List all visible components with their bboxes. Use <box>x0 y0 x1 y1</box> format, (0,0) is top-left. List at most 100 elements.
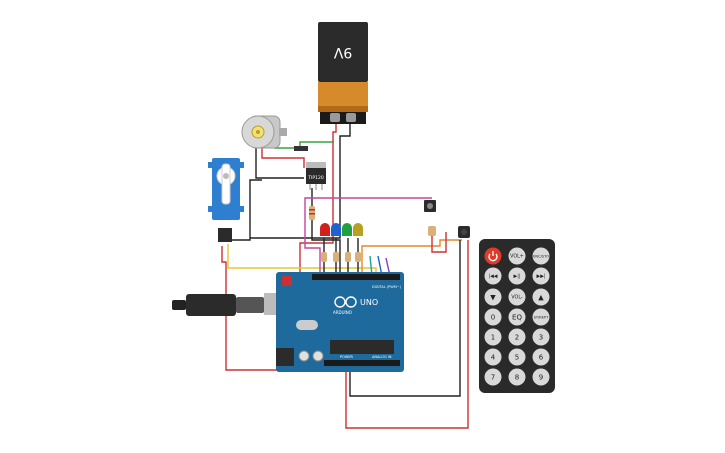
flyback-diode <box>294 146 308 151</box>
prev-button-label: |◀◀ <box>489 274 498 280</box>
vol-up-button-shape <box>508 247 526 265</box>
vol-down-button-label: VOL- <box>511 295 523 301</box>
st-rept-button-label: ST/REPT <box>534 315 550 319</box>
wire-button-red[interactable] <box>431 230 447 253</box>
func-stop-button-shape <box>532 247 550 265</box>
resistor-transistor[interactable] <box>309 206 315 220</box>
resistor-button[interactable] <box>428 226 436 236</box>
remote-buttons: VOL+ FUNC/STOP |◀◀ ▶|| ▶▶| ▼ VOL- ▲ 0 EQ ST/REPT 1 2… <box>484 247 552 386</box>
wire-motor-black[interactable] <box>255 148 304 179</box>
down-button[interactable]: ▼ <box>484 288 502 306</box>
wire-motor-green[interactable] <box>274 141 334 149</box>
digit-2-button[interactable]: 2 <box>508 328 526 346</box>
led-red[interactable] <box>320 223 330 236</box>
digit-3-button[interactable]: 3 <box>532 328 550 346</box>
wire-ir-orange[interactable] <box>361 239 462 276</box>
led-resistors <box>321 252 361 262</box>
digit-7-button[interactable]: 7 <box>484 368 502 386</box>
up-button-label: ▲ <box>538 293 544 301</box>
digit-6-button[interactable]: 6 <box>532 348 550 366</box>
wire-ir-black[interactable] <box>349 240 461 397</box>
next-button-shape <box>532 267 550 285</box>
ir-receiver[interactable] <box>458 226 470 238</box>
st-rept-button-shape <box>532 308 550 326</box>
transistor-label: TIP120 <box>307 175 324 181</box>
digit-1-button[interactable]: 1 <box>484 328 502 346</box>
push-button[interactable] <box>424 200 436 212</box>
wires <box>221 122 469 429</box>
digit-2-button-shape <box>508 328 526 346</box>
digit-0-button-shape <box>484 308 502 326</box>
eq-button[interactable]: EQ <box>508 308 526 326</box>
digit-7-button-label: 7 <box>491 373 495 381</box>
digit-5-button-label: 5 <box>515 353 519 361</box>
digit-1-button-shape <box>484 328 502 346</box>
usb-cable[interactable] <box>172 293 292 316</box>
led-green[interactable] <box>342 223 352 236</box>
digit-8-button-label: 8 <box>515 373 519 381</box>
digit-2-button-label: 2 <box>515 333 519 341</box>
arduino-power-label: POWER <box>340 355 354 359</box>
arduino-analog-label: ANALOG IN <box>372 355 392 359</box>
wire-battery-red[interactable] <box>299 122 337 275</box>
vol-up-button-label: VOL+ <box>510 254 524 260</box>
arduino-logo <box>334 296 357 308</box>
arduino-uno[interactable]: UNO ARDUINO DIGITAL (PWM~) POWER ANALOG … <box>276 272 404 372</box>
eq-button-shape <box>508 308 526 326</box>
st-rept-button[interactable]: ST/REPT <box>532 308 550 326</box>
prev-button[interactable]: |◀◀ <box>484 267 502 285</box>
up-button-shape <box>532 288 550 306</box>
arduino-digital-label: DIGITAL (PWM~) <box>372 285 402 289</box>
vol-down-button[interactable]: VOL- <box>508 288 526 306</box>
servo-motor[interactable] <box>208 158 244 242</box>
digit-7-button-shape <box>484 368 502 386</box>
digit-4-button[interactable]: 4 <box>484 348 502 366</box>
wire-ir-red[interactable] <box>345 240 469 429</box>
play-pause-button[interactable]: ▶|| <box>508 267 526 285</box>
digit-0-button[interactable]: 0 <box>484 308 502 326</box>
play-pause-button-label: ▶|| <box>514 274 521 280</box>
eq-button-label: EQ <box>512 313 522 321</box>
up-button[interactable]: ▲ <box>532 288 550 306</box>
wire-servo-red[interactable] <box>221 246 348 371</box>
down-button-label: ▼ <box>490 293 496 301</box>
wire-transistor-base[interactable] <box>311 188 341 275</box>
dc-motor[interactable] <box>241 115 287 149</box>
digit-3-button-shape <box>532 328 550 346</box>
wire-battery-black[interactable] <box>250 122 351 239</box>
led-blue[interactable] <box>331 223 341 236</box>
func-stop-button[interactable]: FUNC/STOP <box>531 247 552 265</box>
wire-servo-yellow[interactable] <box>227 244 377 276</box>
arduino-model-label: UNO <box>360 298 378 307</box>
digit-5-button[interactable]: 5 <box>508 348 526 366</box>
vol-down-button-shape <box>508 288 526 306</box>
next-button-label: ▶▶| <box>537 274 546 280</box>
wire-servo-black[interactable] <box>222 179 262 241</box>
digit-6-button-label: 6 <box>539 353 544 361</box>
power-icon <box>488 251 498 262</box>
wire-motor-red[interactable] <box>261 148 305 168</box>
next-button[interactable]: ▶▶| <box>532 267 550 285</box>
ir-remote[interactable]: VOL+ FUNC/STOP |◀◀ ▶|| ▶▶| ▼ VOL- ▲ 0 EQ ST/REPT 1 2… <box>479 239 555 393</box>
digit-4-button-label: 4 <box>491 353 496 361</box>
play-pause-button-shape <box>508 267 526 285</box>
digit-9-button[interactable]: 9 <box>532 368 550 386</box>
led-yellow[interactable] <box>353 223 363 236</box>
leds <box>320 223 363 236</box>
battery-voltage-label: 9V <box>333 44 352 60</box>
wire-button-magenta[interactable] <box>304 197 432 276</box>
vol-up-button[interactable]: VOL+ <box>508 247 526 265</box>
digit-5-button-shape <box>508 348 526 366</box>
digit-1-button-label: 1 <box>491 333 495 341</box>
digit-6-button-shape <box>532 348 550 366</box>
digit-8-button[interactable]: 8 <box>508 368 526 386</box>
digit-9-button-label: 9 <box>539 373 543 381</box>
battery-9v[interactable]: 9V <box>318 22 368 124</box>
prev-button-shape <box>484 267 502 285</box>
transistor-tip120[interactable]: TIP120 <box>306 162 326 190</box>
digit-9-button-shape <box>532 368 550 386</box>
digit-0-button-label: 0 <box>491 313 495 321</box>
arduino-brand-label: ARDUINO <box>333 310 352 315</box>
func-stop-button-label: FUNC/STOP <box>531 254 552 258</box>
